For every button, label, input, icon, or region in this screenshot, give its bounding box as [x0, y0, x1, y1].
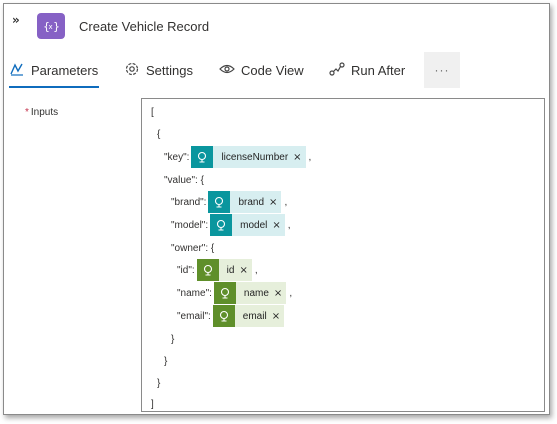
- comma: ,: [289, 287, 293, 299]
- json-key: "id":: [177, 264, 195, 276]
- comma: ,: [308, 151, 312, 163]
- action-title[interactable]: Create Vehicle Record: [79, 19, 210, 34]
- json-key: "model":: [171, 219, 209, 231]
- remove-token-icon[interactable]: ×: [272, 219, 281, 231]
- json-key: "brand":: [171, 196, 207, 208]
- tab-run-after[interactable]: Run After: [329, 52, 405, 88]
- code-line: }: [157, 377, 161, 389]
- run-after-icon: [329, 61, 351, 79]
- comma: ,: [254, 264, 258, 276]
- active-tab-indicator: [9, 86, 99, 88]
- code-line-key: "key": licenseNumber × ,: [164, 146, 312, 168]
- code-line-email: "email": email ×: [177, 305, 285, 327]
- curly-braces-icon: { x }: [37, 13, 65, 39]
- code-line: {: [157, 128, 161, 140]
- token-label: id: [226, 264, 235, 276]
- json-key: "key":: [164, 151, 190, 163]
- remove-token-icon[interactable]: ×: [271, 310, 281, 322]
- tab-settings[interactable]: Settings: [124, 52, 193, 88]
- tab-code-view[interactable]: Code View: [219, 52, 304, 88]
- code-line: }: [164, 355, 168, 367]
- token-label: brand: [238, 196, 265, 208]
- parameters-icon: [9, 62, 31, 79]
- more-options-button[interactable]: ···: [424, 52, 460, 88]
- code-line-brand: "brand": brand × ,: [171, 191, 288, 213]
- tab-bar: Parameters Settings Code View Run After: [4, 52, 551, 88]
- token-label: model: [240, 219, 268, 231]
- token-label: licenseNumber: [221, 151, 289, 163]
- inputs-label-text: Inputs: [30, 107, 59, 118]
- dynamic-content-icon: [212, 305, 235, 327]
- code-line: }: [171, 333, 175, 345]
- svg-text:x: x: [49, 23, 53, 31]
- code-line: ]: [151, 398, 154, 410]
- dynamic-content-icon: [208, 191, 231, 213]
- inputs-editor[interactable]: [ { "key": licenseNumber × , "value": { "…: [141, 98, 545, 412]
- comma: ,: [284, 196, 288, 208]
- tab-label: Settings: [146, 62, 193, 78]
- json-key: "email":: [177, 310, 211, 322]
- code-line: [: [151, 106, 154, 118]
- remove-token-icon[interactable]: ×: [273, 287, 283, 299]
- token-licenseNumber[interactable]: licenseNumber ×: [191, 146, 306, 168]
- tab-label: Parameters: [31, 62, 99, 78]
- token-label: email: [242, 310, 267, 322]
- code-line: "value": {: [164, 174, 204, 186]
- code-line: "owner": {: [171, 242, 215, 254]
- token-model[interactable]: model ×: [210, 214, 285, 236]
- dynamic-content-icon: [196, 259, 219, 281]
- token-email[interactable]: email ×: [212, 305, 285, 327]
- token-name[interactable]: name ×: [213, 282, 287, 304]
- remove-token-icon[interactable]: ×: [269, 196, 278, 208]
- tab-label: Code View: [241, 62, 304, 78]
- gear-icon: [124, 61, 146, 80]
- code-line-model: "model": model × ,: [171, 214, 291, 236]
- eye-icon: [219, 63, 241, 78]
- dynamic-content-icon: [191, 146, 214, 168]
- collapse-panel-icon[interactable]: »: [12, 13, 20, 27]
- code-line-name: "name": name × ,: [177, 282, 293, 304]
- remove-token-icon[interactable]: ×: [293, 151, 302, 163]
- remove-token-icon[interactable]: ×: [239, 264, 248, 276]
- token-id[interactable]: id ×: [196, 259, 252, 281]
- json-key: "name":: [177, 287, 212, 299]
- dynamic-content-icon: [210, 214, 233, 236]
- dynamic-content-icon: [213, 282, 236, 304]
- svg-text:{: {: [43, 20, 50, 33]
- action-card: » { x } Create Vehicle Record Parameters…: [3, 3, 550, 415]
- tab-parameters[interactable]: Parameters: [9, 52, 98, 88]
- code-line-id: "id": id × ,: [177, 259, 258, 281]
- inputs-label: *Inputs: [25, 107, 58, 118]
- required-marker: *: [25, 107, 29, 118]
- token-brand[interactable]: brand ×: [208, 191, 282, 213]
- token-label: name: [243, 287, 269, 299]
- tab-label: Run After: [351, 62, 406, 78]
- comma: ,: [287, 219, 291, 231]
- svg-text:}: }: [53, 20, 60, 33]
